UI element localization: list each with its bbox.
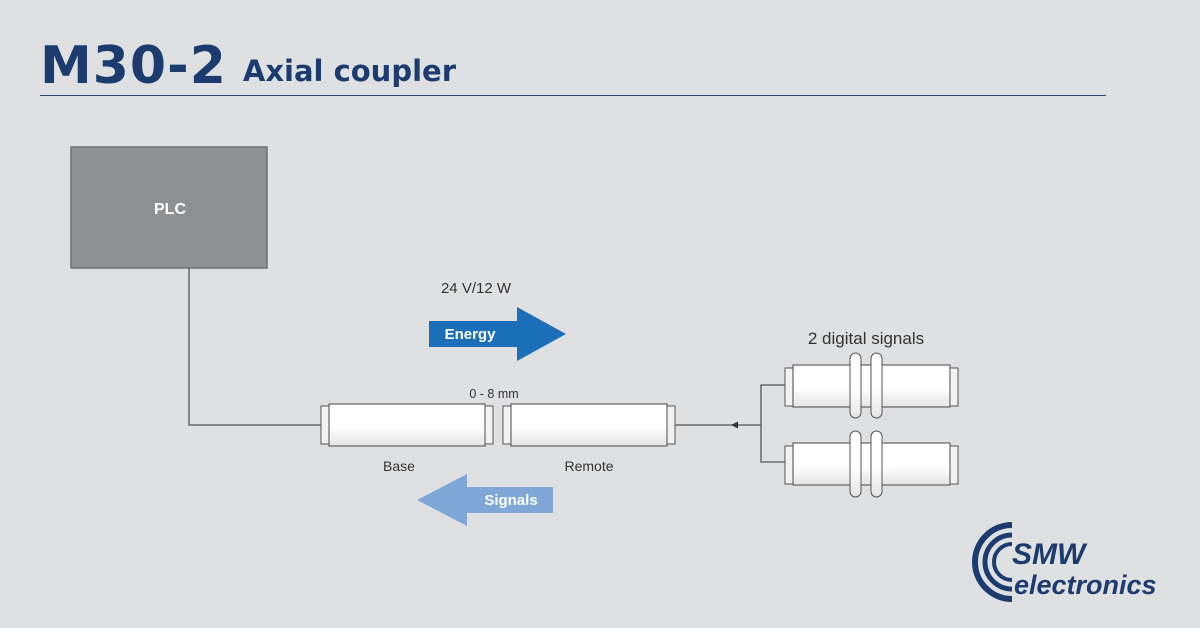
smw-logo-icon bbox=[972, 520, 1060, 608]
signals-label: Signals bbox=[484, 492, 537, 509]
logo-text-smw: SMW bbox=[1012, 538, 1086, 571]
power-label: 24 V/12 W bbox=[441, 280, 512, 297]
base-label: Base bbox=[383, 458, 415, 474]
digital-sensor-1 bbox=[784, 352, 959, 419]
base-unit bbox=[320, 403, 494, 447]
digital-signals-label: 2 digital signals bbox=[808, 329, 924, 348]
digital-sensor-2 bbox=[784, 430, 959, 498]
page-subtitle: Axial coupler bbox=[242, 54, 456, 88]
title-divider bbox=[40, 95, 1106, 96]
energy-label: Energy bbox=[445, 326, 497, 343]
header: M30-2 Axial coupler bbox=[40, 30, 456, 92]
remote-unit bbox=[502, 403, 676, 447]
page-title: M30-2 bbox=[40, 36, 227, 96]
gap-label: 0 - 8 mm bbox=[469, 387, 518, 401]
sensor-cabling bbox=[675, 384, 787, 463]
plc-label: PLC bbox=[154, 201, 186, 218]
plc-box: PLC bbox=[70, 146, 268, 269]
signals-arrow: Signals bbox=[417, 474, 553, 526]
remote-label: Remote bbox=[564, 458, 613, 474]
energy-arrow: Energy bbox=[429, 307, 566, 361]
plc-cable bbox=[188, 268, 322, 426]
logo-text-electronics: electronics bbox=[1014, 570, 1157, 600]
